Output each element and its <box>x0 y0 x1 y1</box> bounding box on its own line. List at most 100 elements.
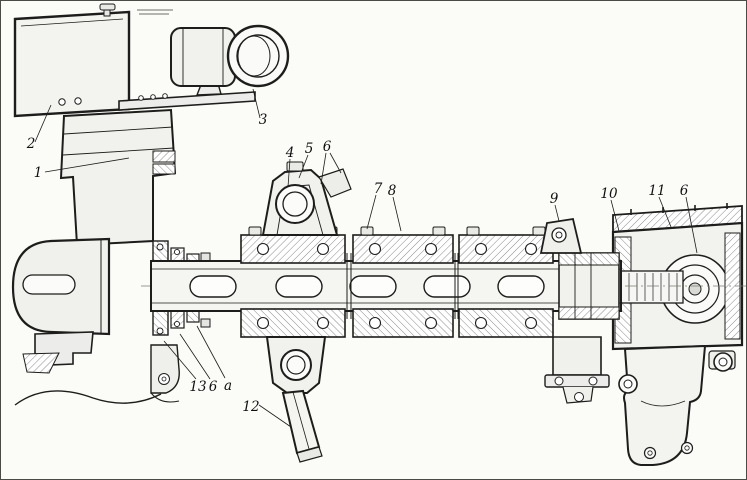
bearing-cap-top <box>352 234 454 264</box>
column-flange-section <box>152 163 176 175</box>
leader-8 <box>392 196 402 232</box>
leader-6c <box>179 333 211 380</box>
cylinder-face-inner <box>236 34 280 78</box>
callout-1: 1 <box>34 165 43 181</box>
callout-5: 5 <box>305 141 314 157</box>
roller <box>256 242 270 256</box>
flange-nut <box>200 252 211 262</box>
shaft-slot <box>275 275 323 298</box>
callout-9: 9 <box>550 191 559 207</box>
cap-bolt <box>532 226 546 236</box>
bearing-cap-bottom <box>240 308 346 338</box>
callout-6c: 6 <box>209 379 218 395</box>
roller <box>256 316 270 330</box>
leader-3 <box>252 88 261 119</box>
flange-studs <box>630 203 728 215</box>
panel-bolt <box>58 98 66 106</box>
cylinder-clamps <box>182 28 224 86</box>
roller <box>424 316 438 330</box>
bottom-bracket-bore <box>286 355 306 375</box>
breather-cap <box>99 3 116 11</box>
support-bolt-center <box>555 231 563 239</box>
ground-line <box>14 390 162 406</box>
foot-bolt <box>554 376 564 386</box>
flange-foot-bolt-center <box>161 376 167 382</box>
callout-6: 6 <box>323 139 332 155</box>
bell-bolt-center <box>684 445 690 451</box>
roller <box>316 242 330 256</box>
coupling-cap-section <box>558 252 620 266</box>
lower-bracket-hatch <box>22 352 60 374</box>
roller <box>368 316 382 330</box>
roller <box>524 242 538 256</box>
foot-bolt <box>588 376 598 386</box>
mounting-plate <box>118 91 256 111</box>
roller <box>474 316 488 330</box>
right-gearbox <box>611 203 744 466</box>
callout-13: 13 <box>189 379 206 395</box>
bell-bolt <box>680 441 694 455</box>
bell-bolt <box>643 446 657 460</box>
roller <box>474 242 488 256</box>
leader-4 <box>287 158 291 188</box>
leader-2 <box>34 104 52 143</box>
bell-bolt-center <box>647 450 653 456</box>
flange-foot-curve <box>150 392 180 403</box>
shaft-inner-lines <box>151 268 621 304</box>
top-bracket-wedge <box>318 168 352 198</box>
callout-a: a <box>224 378 232 394</box>
leader-10 <box>610 199 620 232</box>
leader-5 <box>298 154 309 179</box>
callout-8: 8 <box>388 183 397 199</box>
column-flange-section <box>152 150 176 163</box>
top-bracket-boss <box>275 184 315 224</box>
plate-bolt <box>162 93 168 99</box>
gearbox-boss-bolt-center <box>718 357 728 367</box>
bearing-cap-bottom <box>352 308 454 338</box>
shaft-assembly <box>141 161 746 463</box>
cylinder-body <box>170 27 236 87</box>
leader-13 <box>163 340 197 380</box>
panel-bolt <box>74 97 82 105</box>
cap-bolt <box>466 226 480 236</box>
callout-10: 10 <box>600 186 618 202</box>
leader-6b <box>685 196 698 254</box>
cap-bolt <box>248 226 262 236</box>
callout-6b: 6 <box>680 183 689 199</box>
bearing-cap-top <box>240 234 346 264</box>
leader-1 <box>44 157 130 173</box>
leader-lines <box>34 88 698 428</box>
leader-11 <box>658 196 672 228</box>
flange-foot-bolt <box>158 373 170 385</box>
plate-bolt <box>138 95 144 101</box>
gearbox-bell-foot <box>623 344 707 466</box>
housing-panel-inner-line <box>20 18 124 27</box>
callout-3: 3 <box>259 112 268 128</box>
tongue-bolt <box>574 392 584 402</box>
axle-housing-slot <box>22 274 76 295</box>
coupling-lines <box>574 253 592 319</box>
shaft-slot <box>349 275 397 298</box>
diagonal-shaft-end <box>296 446 323 463</box>
input-shaft-splines <box>612 270 684 304</box>
disk-flange <box>454 253 459 319</box>
leader-6 <box>320 152 327 185</box>
roller <box>316 316 330 330</box>
engine-mount-assembly <box>11 3 290 406</box>
leader-7 <box>366 194 377 230</box>
bottom-bracket-boss <box>280 349 312 381</box>
leader-a <box>196 325 226 379</box>
roller <box>524 316 538 330</box>
column-ribs <box>62 126 175 156</box>
callout-11: 11 <box>648 183 665 199</box>
flange-bolt <box>173 248 181 256</box>
hanging-support <box>552 336 602 376</box>
stamp-marks <box>137 9 173 15</box>
flange-bolt <box>173 320 181 328</box>
disk-flange <box>346 253 352 319</box>
bell-foot-curve <box>640 400 686 407</box>
leader-12 <box>258 404 292 428</box>
flange-nut <box>200 318 211 328</box>
